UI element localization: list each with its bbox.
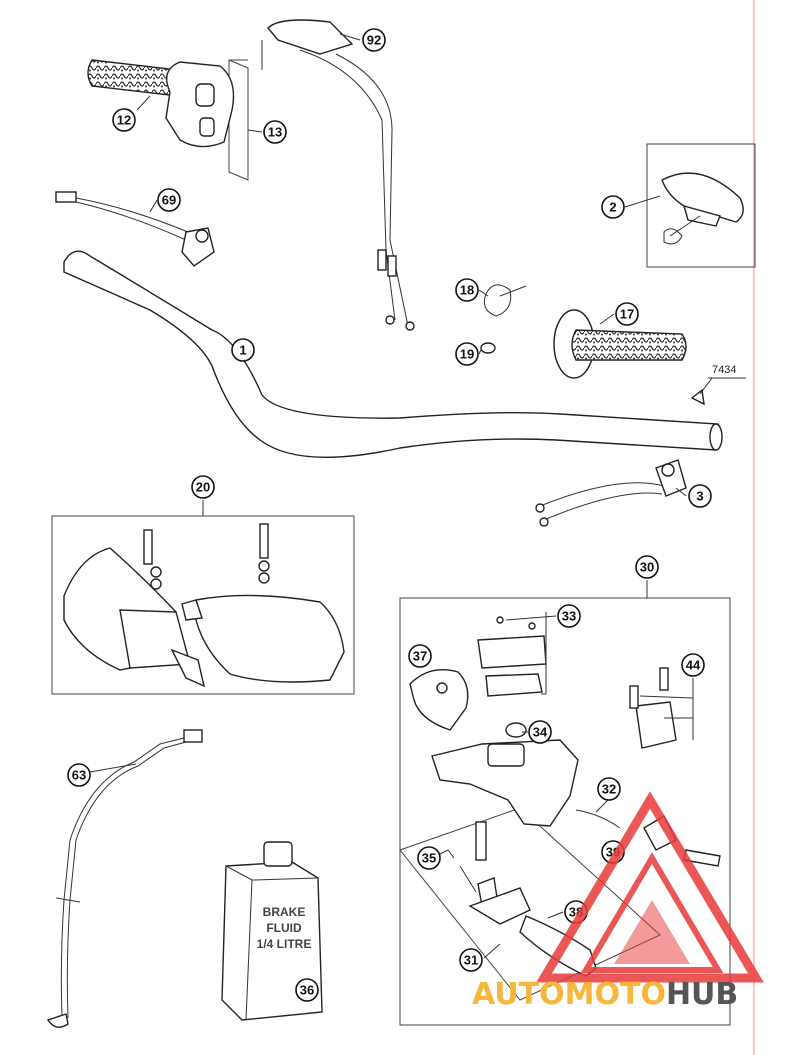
leader-lines [89, 33, 694, 959]
callout-13: 13 [263, 120, 287, 144]
handguards [63, 523, 345, 688]
svg-text:2: 2 [609, 200, 616, 215]
callout-44: 44 [681, 653, 705, 677]
callout-3: 3 [688, 484, 712, 508]
throttle-cables [261, 19, 415, 331]
plug [480, 342, 496, 354]
svg-text:69: 69 [162, 193, 176, 208]
box-item-2 [646, 143, 756, 268]
callout-69: 69 [157, 188, 181, 212]
svg-text:37: 37 [413, 649, 427, 664]
svg-text:32: 32 [602, 782, 616, 797]
svg-text:31: 31 [464, 953, 478, 968]
svg-text:30: 30 [640, 560, 654, 575]
watermark-hub: HUB [666, 977, 738, 1012]
watermark-moto: MOTO [565, 977, 666, 1012]
svg-text:19: 19 [460, 347, 474, 362]
bottle-text-line-3: 1/4 LITRE [257, 937, 312, 951]
svg-text:92: 92 [367, 33, 381, 48]
brake-master-cylinder [409, 616, 721, 977]
callout-32: 32 [597, 777, 621, 801]
svg-text:3: 3 [696, 489, 703, 504]
callout-35: 35 [417, 846, 441, 870]
callout-2: 2 [601, 195, 625, 219]
kill-switch-left [55, 191, 215, 267]
cable-tie [483, 284, 527, 317]
svg-text:1: 1 [239, 343, 246, 358]
throttle-grip [87, 59, 235, 148]
callout-36: 36 [295, 978, 319, 1002]
left-grip [553, 309, 687, 379]
box-brake-assembly [399, 597, 731, 1026]
svg-text:35: 35 [422, 851, 436, 866]
callout-31: 31 [459, 948, 483, 972]
watermark-auto: AUTO [472, 977, 565, 1012]
watermark-text: AUTOMOTOHUB [472, 977, 738, 1012]
bracket-13 [228, 59, 249, 181]
callout-33: 33 [557, 604, 581, 628]
callout-34: 34 [528, 720, 552, 744]
handguard-cover [661, 172, 744, 245]
switch-right [535, 459, 687, 527]
watermark-triangle-outer [536, 791, 764, 983]
speedo-cable [46, 729, 203, 1028]
svg-text:13: 13 [268, 125, 282, 140]
svg-text:36: 36 [300, 983, 314, 998]
svg-text:33: 33 [562, 609, 576, 624]
callout-1: 1 [231, 338, 255, 362]
watermark-logo [536, 791, 764, 983]
callout-37: 37 [408, 644, 432, 668]
brake-fluid-bottle: BRAKE FLUID 1/4 LITRE [221, 841, 323, 1021]
bottle-text-line-1: BRAKE [263, 905, 306, 919]
watermark-triangle-inner [580, 852, 724, 973]
bar-wedge [690, 388, 705, 406]
svg-text:44: 44 [686, 658, 701, 673]
callout-30: 30 [635, 555, 659, 579]
svg-text:18: 18 [460, 283, 474, 298]
svg-text:12: 12 [117, 113, 131, 128]
part-number-label: 7434 [712, 364, 736, 376]
callout-18: 18 [455, 278, 479, 302]
svg-text:17: 17 [620, 307, 634, 322]
svg-text:20: 20 [196, 480, 210, 495]
callout-17: 17 [615, 302, 639, 326]
callout-19: 19 [455, 342, 479, 366]
callout-20: 20 [191, 475, 215, 499]
callout-92: 92 [362, 28, 386, 52]
svg-text:63: 63 [72, 768, 86, 783]
callout-63: 63 [67, 763, 91, 787]
svg-text:34: 34 [533, 725, 548, 740]
bottle-text-line-2: FLUID [266, 921, 302, 935]
callout-12: 12 [112, 108, 136, 132]
